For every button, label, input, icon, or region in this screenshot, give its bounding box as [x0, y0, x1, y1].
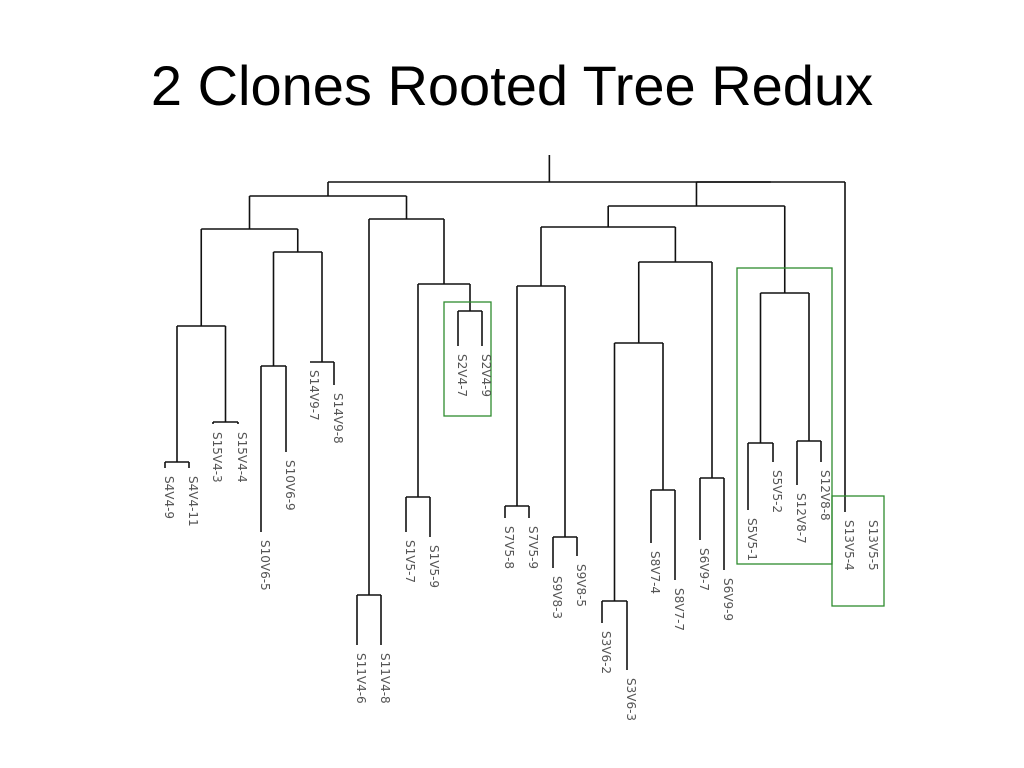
leaf-label: S14V9-7 [307, 370, 321, 421]
tree-edges [164, 155, 846, 670]
leaf-label: S2V4-7 [455, 354, 469, 397]
leaf-label: S4V4-11 [186, 476, 200, 527]
leaf-label: S14V9-8 [331, 393, 345, 444]
leaf-label: S6V9-7 [697, 548, 711, 591]
leaf-label: S5V5-1 [745, 518, 759, 561]
leaf-label: S8V7-4 [648, 551, 662, 594]
clone-highlight-box [443, 301, 492, 417]
leaf-label: S15V4-3 [210, 432, 224, 483]
leaf-label: S5V5-2 [770, 470, 784, 513]
leaf-label: S12V8-7 [794, 493, 808, 544]
leaf-label: S6V9-9 [721, 578, 735, 621]
leaf-label: S1V5-7 [403, 540, 417, 583]
leaf-label: S13V5-4 [842, 520, 856, 571]
leaf-label: S11V4-6 [354, 653, 368, 704]
leaf-label: S8V7-7 [672, 588, 686, 631]
leaf-label: S9V8-5 [574, 564, 588, 607]
clone-highlight-boxes [443, 267, 885, 607]
leaf-label: S11V4-8 [378, 653, 392, 704]
leaf-label: S13V5-5 [866, 520, 880, 571]
leaf-label: S1V5-9 [427, 545, 441, 588]
leaf-label: S9V8-3 [550, 576, 564, 619]
leaf-label: S7V5-8 [502, 526, 516, 569]
clone-highlight-box [831, 495, 885, 607]
leaf-label: S2V4-9 [479, 354, 493, 397]
leaf-label: S4V4-9 [162, 476, 176, 519]
leaf-label: S3V6-2 [599, 631, 613, 674]
clone-highlight-box [736, 267, 833, 565]
leaf-label: S10V6-9 [283, 460, 297, 511]
slide-title: 2 Clones Rooted Tree Redux [150, 54, 874, 117]
leaf-label: S3V6-3 [624, 678, 638, 721]
leaf-label: S12V8-8 [818, 470, 832, 521]
leaf-label: S15V4-4 [235, 432, 249, 483]
leaf-label: S7V5-9 [526, 526, 540, 569]
leaf-label: S10V6-5 [258, 540, 272, 591]
